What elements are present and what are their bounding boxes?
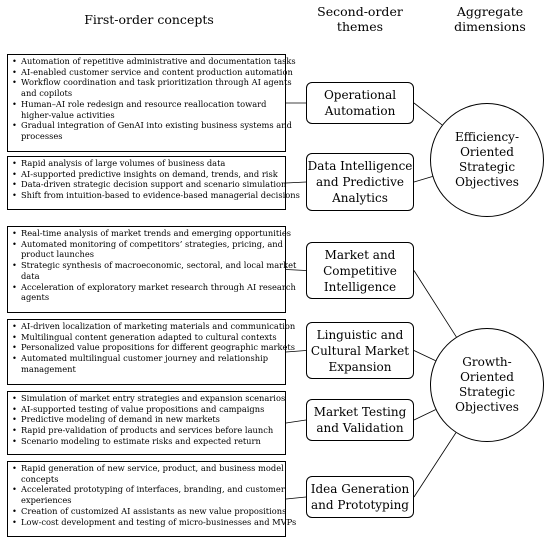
header-first-order-text: First-order concepts: [84, 12, 214, 27]
concept-item: Rapid pre-validation of products and ser…: [12, 425, 282, 436]
theme-operational-automation: Operational Automation: [306, 82, 414, 124]
theme-line: Market Testing: [313, 405, 407, 419]
concept-item: Multilingual content generation adapted …: [12, 332, 282, 343]
connector-theme-to-dimension: [413, 270, 457, 338]
concept-list: Simulation of market entry strategies an…: [12, 393, 285, 447]
theme-line: and Predictive: [315, 175, 405, 189]
header-aggregate-line-2: dimensions: [454, 19, 526, 34]
theme-line: Idea Generation: [310, 482, 410, 496]
dimension-line: Objectives: [455, 400, 519, 414]
theme-data-intelligence: Data Intelligence and Predictive Analyti…: [306, 153, 414, 211]
theme-idea-generation: Idea Generation and Prototyping: [306, 476, 414, 518]
connector-theme-to-dimension: [413, 350, 436, 362]
concept-item: Gradual integration of GenAI into existi…: [12, 120, 292, 131]
concept-item: experiences: [21, 495, 72, 506]
theme-market-intelligence: Market and Competitive Intelligence: [306, 242, 414, 299]
concept-box-market-intelligence: Real-time analysis of market trends and …: [7, 226, 296, 313]
concept-box-linguistic-expansion: AI-driven localization of marketing mate…: [7, 319, 295, 385]
connector-theme-to-dimension: [413, 409, 436, 421]
theme-line: and Prototyping: [310, 498, 409, 512]
concept-item: Automated multilingual customer journey …: [12, 353, 282, 364]
concept-item: processes: [21, 130, 63, 141]
concept-item: AI-supported testing of value propositio…: [12, 404, 282, 415]
header-second-order: Second-order themes: [305, 4, 415, 34]
concept-item: agents: [21, 292, 50, 303]
concept-item: data: [21, 270, 40, 281]
dimension-line: Efficiency-: [454, 130, 520, 144]
concept-item: AI-driven localization of marketing mate…: [12, 321, 295, 332]
theme-line: Expansion: [328, 359, 392, 374]
concept-item: Data-driven strategic decision support a…: [12, 179, 286, 190]
theme-line: Intelligence: [323, 279, 397, 294]
header-aggregate-line-1: Aggregate: [456, 4, 524, 19]
concept-item: Rapid generation of new service, product…: [12, 463, 284, 474]
concept-item: Acceleration of exploratory market resea…: [12, 282, 296, 293]
concept-box-operational-automation: Automation of repetitive administrative …: [7, 54, 296, 152]
concept-item: Rapid analysis of large volumes of busin…: [12, 158, 282, 169]
header-second-order-line-2: themes: [336, 19, 384, 34]
concept-item: Shift from intuition-based to evidence-b…: [12, 190, 300, 201]
concept-item: management: [21, 363, 76, 374]
concept-item: and copilots: [21, 88, 73, 99]
concept-item: AI-supported predictive insights on dema…: [12, 169, 282, 180]
connector-theme-to-dimension: [413, 176, 433, 183]
concept-item: Automation of repetitive administrative …: [12, 56, 296, 67]
connector-concept-to-theme: [285, 496, 307, 500]
concept-list: Rapid analysis of large volumes of busin…: [12, 158, 300, 201]
dimension-line: Oriented: [460, 370, 514, 384]
dimension-line: Strategic: [458, 160, 516, 174]
theme-line: and Validation: [316, 421, 404, 435]
dimension-line: Growth-: [462, 355, 512, 369]
theme-market-testing: Market Testing and Validation: [306, 399, 414, 441]
theme-line: Competitive: [323, 263, 397, 278]
concept-item: Automated monitoring of competitors’ str…: [12, 239, 283, 250]
theme-line: Linguistic and: [316, 327, 404, 342]
concept-item: Simulation of market entry strategies an…: [12, 393, 285, 404]
concept-item: Human–AI role redesign and resource real…: [12, 99, 282, 110]
concept-box-data-intelligence: Rapid analysis of large volumes of busin…: [7, 156, 300, 210]
dimension-efficiency-oriented: Efficiency- Oriented Strategic Objective…: [430, 103, 544, 217]
concept-item: higher-value activities: [21, 109, 115, 120]
connector-theme-to-dimension: [413, 102, 443, 126]
concept-item: Strategic synthesis of macroeconomic, se…: [12, 260, 296, 271]
header-first-order: First-order concepts: [10, 12, 288, 27]
connector-concept-to-theme: [285, 181, 307, 184]
dimension-line: Oriented: [460, 145, 514, 159]
concept-list: Real-time analysis of market trends and …: [12, 228, 296, 303]
concept-item: AI-enabled customer service and content …: [12, 67, 293, 78]
connector-concept-to-theme: [285, 419, 307, 424]
theme-line: Automation: [324, 104, 396, 118]
dimension-growth-oriented: Growth- Oriented Strategic Objectives: [430, 328, 544, 442]
theme-line: Data Intelligence: [307, 159, 413, 173]
concept-item: Predictive modeling of demand in new mar…: [12, 414, 282, 425]
concept-item: Low-cost development and testing of micr…: [12, 517, 296, 528]
theme-line: Operational: [323, 88, 397, 102]
connector-theme-to-dimension: [413, 432, 457, 498]
concept-list: Rapid generation of new service, product…: [12, 463, 296, 528]
concept-item: Scenario modeling to estimate risks and …: [12, 436, 282, 447]
header-aggregate: Aggregate dimensions: [430, 4, 550, 34]
concept-item: Personalized value propositions for diff…: [12, 342, 295, 353]
theme-line: Cultural Market: [310, 343, 410, 358]
concept-item: Accelerated prototyping of interfaces, b…: [12, 484, 285, 495]
concept-box-idea-generation: Rapid generation of new service, product…: [7, 461, 296, 537]
header-second-order-line-1: Second-order: [317, 4, 403, 19]
concept-item: product launches: [21, 249, 94, 260]
dimension-line: Strategic: [458, 385, 516, 399]
theme-linguistic-expansion: Linguistic and Cultural Market Expansion: [306, 322, 414, 379]
concept-list: Automation of repetitive administrative …: [12, 56, 296, 142]
concept-box-market-testing: Simulation of market entry strategies an…: [7, 391, 286, 455]
theme-line: Analytics: [332, 191, 388, 205]
concept-item: Real-time analysis of market trends and …: [12, 228, 291, 239]
concept-item: Workflow coordination and task prioritiz…: [12, 77, 292, 88]
concept-list: AI-driven localization of marketing mate…: [12, 321, 295, 375]
concept-item: Creation of customized AI assistants as …: [12, 506, 286, 517]
concept-item: concepts: [21, 473, 59, 484]
dimension-line: Objectives: [455, 175, 519, 189]
theme-line: Market and: [324, 247, 396, 262]
